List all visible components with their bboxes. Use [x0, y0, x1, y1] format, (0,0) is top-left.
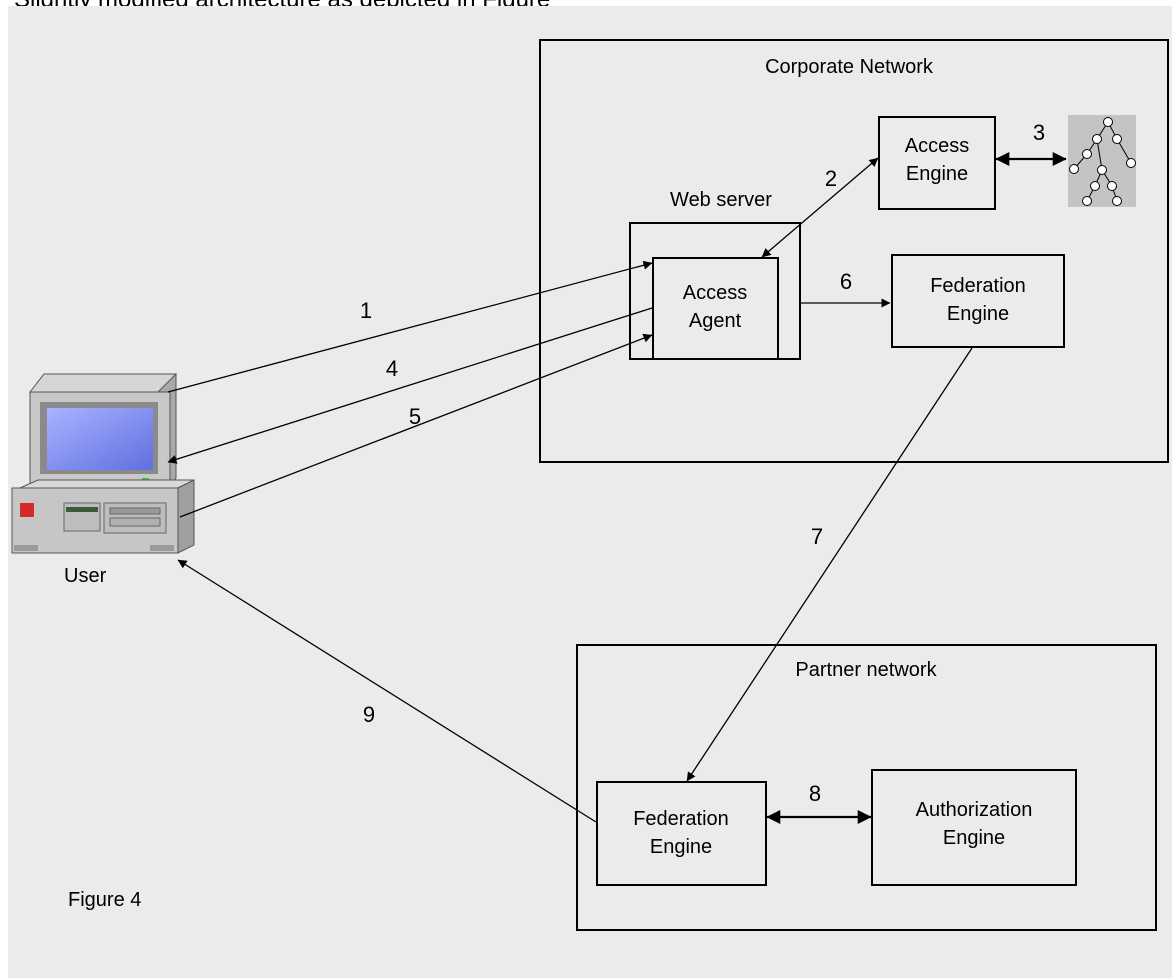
access-engine-box: Access Engine — [878, 116, 996, 210]
step-label-1: 1 — [360, 298, 372, 323]
federation-engine-corporate-box: Federation Engine — [891, 254, 1065, 348]
federation-engine-partner-line1: Federation — [633, 808, 729, 830]
authorization-engine-line2: Engine — [943, 827, 1005, 849]
figure-caption: Figure 4 — [68, 889, 141, 911]
partner-network-box: Partner network — [576, 644, 1157, 931]
authorization-engine-box: Authorization Engine — [871, 769, 1077, 886]
step-label-3: 3 — [1033, 120, 1045, 145]
access-engine-line2: Engine — [906, 163, 968, 185]
step-label-7: 7 — [811, 524, 823, 549]
access-agent-box: Access Agent — [652, 257, 779, 360]
step-label-4: 4 — [386, 356, 398, 381]
diagram-background — [8, 6, 1172, 978]
corporate-network-label: Corporate Network — [765, 56, 934, 78]
step-label-8: 8 — [809, 781, 821, 806]
step-label-6: 6 — [840, 269, 852, 294]
arrow-step-5 — [179, 333, 653, 518]
computer-icon — [11, 372, 195, 554]
federation-engine-partner-box: Federation Engine — [596, 781, 767, 886]
access-agent-line2: Agent — [689, 310, 742, 332]
partner-network-label: Partner network — [795, 659, 937, 681]
header-text: Slightly modified architecture as depict… — [14, 0, 550, 12]
step-label-5: 5 — [409, 404, 421, 429]
corporate-network-box: Corporate Network — [539, 39, 1169, 463]
arrow-step-1 — [167, 260, 653, 393]
federation-engine-partner-line2: Engine — [650, 836, 712, 858]
step-label-9: 9 — [363, 702, 375, 727]
directory-tree-icon — [1068, 115, 1136, 207]
user-label: User — [64, 565, 107, 587]
step-label-2: 2 — [825, 166, 837, 191]
federation-engine-corporate-line2: Engine — [947, 303, 1009, 325]
arrow-step-4 — [167, 307, 653, 464]
arrow-step-2 — [761, 157, 879, 258]
access-agent-line1: Access — [683, 282, 747, 304]
arrow-step-7 — [686, 347, 973, 782]
authorization-engine-line1: Authorization — [916, 799, 1033, 821]
arrow-step-9 — [177, 559, 597, 823]
federation-engine-corporate-line1: Federation — [930, 275, 1026, 297]
access-engine-line1: Access — [905, 135, 969, 157]
web-server-label: Web server — [670, 189, 772, 211]
